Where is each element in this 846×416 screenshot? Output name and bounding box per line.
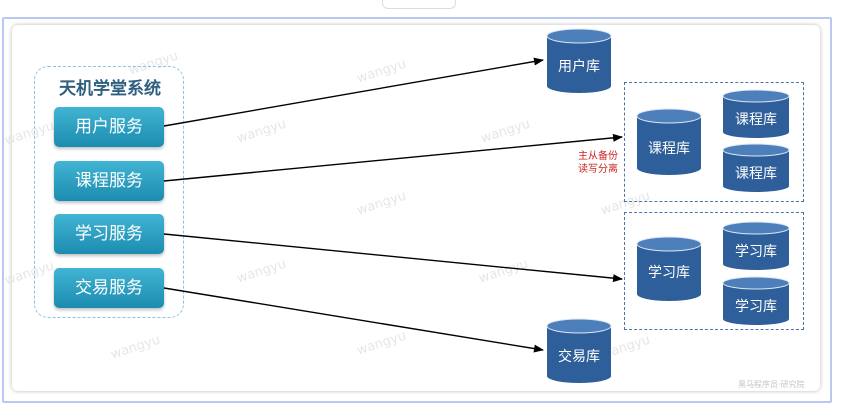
user-db-label: 用户库 (558, 59, 600, 75)
arrow-user-service-to-user-db (163, 57, 544, 127)
arrow-study-service-to-study-db (163, 233, 623, 283)
study-db-replica-label: 学习库 (735, 244, 777, 260)
system-title: 天机学堂系统 (59, 79, 161, 99)
course-db-replica-icon: 课程库 (722, 89, 790, 139)
system-boundary (34, 66, 184, 318)
user-db-icon: 用户库 (546, 28, 612, 94)
user-service-node: 用户服务 (54, 107, 164, 147)
course-db-replica-icon: 课程库 (722, 143, 790, 193)
course-db-replica-label: 课程库 (735, 112, 777, 128)
replication-note: 主从备份 读写分离 (572, 150, 624, 176)
course-db-master-label: 课程库 (648, 141, 690, 157)
note-line-1: 主从备份 (578, 151, 618, 162)
diagram-canvas (12, 25, 820, 391)
trade-service-node: 交易服务 (54, 268, 164, 308)
study-db-replica-icon: 学习库 (722, 276, 790, 326)
course-db-replica-label: 课程库 (735, 166, 777, 182)
study-db-replica-icon: 学习库 (722, 221, 790, 271)
top-tab (382, 0, 456, 9)
footer-watermark: 黑马程序员·研究院 (738, 380, 805, 389)
study-db-master-icon: 学习库 (636, 236, 702, 302)
study-service-node: 学习服务 (54, 214, 164, 254)
study-db-cluster (624, 212, 804, 330)
study-db-replica-label: 学习库 (735, 299, 777, 315)
study-db-master-label: 学习库 (648, 265, 690, 281)
course-db-cluster (624, 82, 804, 202)
course-db-master-icon: 课程库 (636, 108, 702, 176)
note-line-2: 读写分离 (578, 164, 618, 175)
trade-db-icon: 交易库 (546, 318, 612, 384)
trade-db-label: 交易库 (558, 349, 600, 365)
arrow-course-service-to-course-db (163, 133, 623, 182)
arrow-trade-service-to-trade-db (163, 287, 544, 353)
course-service-node: 课程服务 (54, 161, 164, 201)
